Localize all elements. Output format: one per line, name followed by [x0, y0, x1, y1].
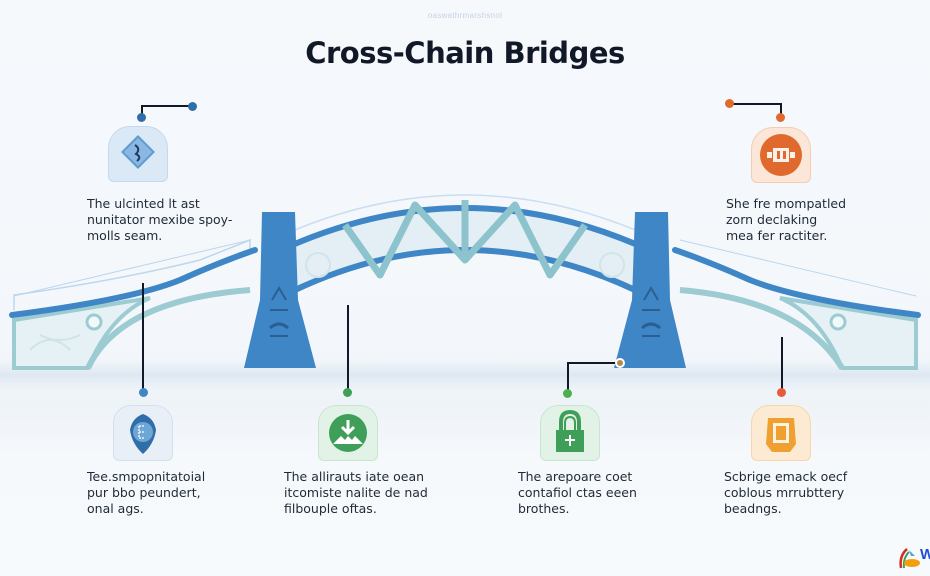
connector-dot	[615, 358, 625, 368]
icon-box	[751, 127, 811, 183]
callout-description: She fre mompatled zorn declaking mea fer…	[726, 196, 847, 243]
connector-line	[567, 362, 619, 364]
connector-dot	[725, 99, 734, 108]
connector-line	[347, 305, 349, 391]
connector-dot	[777, 388, 786, 397]
left-approach	[12, 287, 251, 370]
callout-description: The ulcinted lt ast nunitator mexibe spo…	[87, 196, 233, 243]
callout-description: The arepoare coet contafiol ctas eeen br…	[518, 469, 637, 516]
icon-box	[540, 405, 600, 461]
callout-description: Tee.smpopnitatoial pur bbo peundert, ona…	[87, 469, 206, 516]
page-title: Cross-Chain Bridges	[305, 36, 625, 70]
connector-dot	[563, 389, 572, 398]
download-mountain-icon	[329, 414, 367, 452]
lock-icon	[556, 409, 584, 452]
brand-logo-text: W	[920, 546, 930, 563]
shield-icon	[130, 414, 156, 454]
connector-line	[141, 105, 143, 115]
left-pylon	[244, 212, 316, 368]
right-pylon	[614, 212, 686, 368]
connector-line	[781, 337, 783, 392]
connector-line	[142, 283, 144, 391]
connector-dot	[343, 388, 352, 397]
connector-dot	[188, 102, 197, 111]
ground-shadow	[0, 360, 930, 390]
robot-icon	[760, 134, 802, 176]
callout-description: The allirauts iate oean itcomiste nalite…	[284, 469, 428, 516]
connector-dot	[137, 113, 146, 122]
connector-line	[730, 103, 782, 105]
icon-box	[318, 405, 378, 461]
device-icon	[766, 418, 796, 452]
brand-logo-icon	[899, 548, 920, 569]
icon-box	[108, 126, 168, 182]
connector-dot	[139, 388, 148, 397]
central-arch	[288, 194, 642, 293]
icon-box	[751, 405, 811, 461]
connector-line	[780, 103, 782, 115]
shield-diamond-icon	[121, 135, 155, 169]
connector-line	[141, 105, 193, 107]
connector-dot	[776, 113, 785, 122]
icon-box	[113, 405, 173, 461]
callout-description: Scbrige emack oecf coblous mrrubttery be…	[724, 469, 848, 516]
subtitle: oaswathrmarshsnol	[427, 11, 503, 20]
bridge-illustration	[9, 194, 921, 370]
left-deck	[9, 238, 258, 318]
connector-line	[567, 362, 569, 392]
right-approach	[672, 239, 921, 370]
